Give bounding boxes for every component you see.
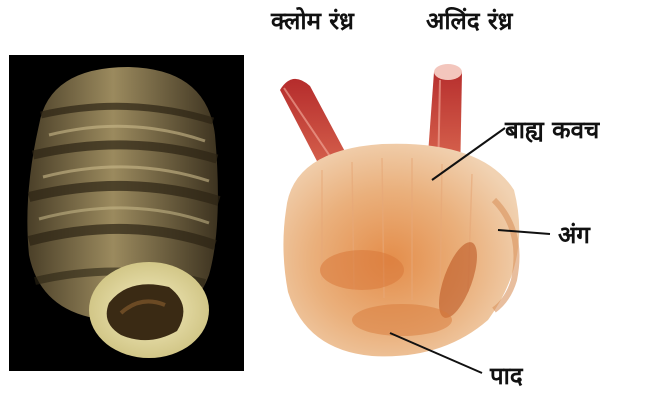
leader-foot bbox=[390, 333, 482, 373]
label-gill-aperture: क्लोम रंध्र bbox=[271, 9, 354, 33]
label-atrial-aperture: अलिंद रंध्र bbox=[426, 9, 513, 33]
leader-body bbox=[498, 230, 550, 234]
label-mantle: बाह्य कवच bbox=[505, 118, 599, 142]
label-body: अंग bbox=[558, 223, 590, 247]
leader-mantle bbox=[432, 128, 505, 180]
label-foot: पाद bbox=[490, 364, 523, 388]
